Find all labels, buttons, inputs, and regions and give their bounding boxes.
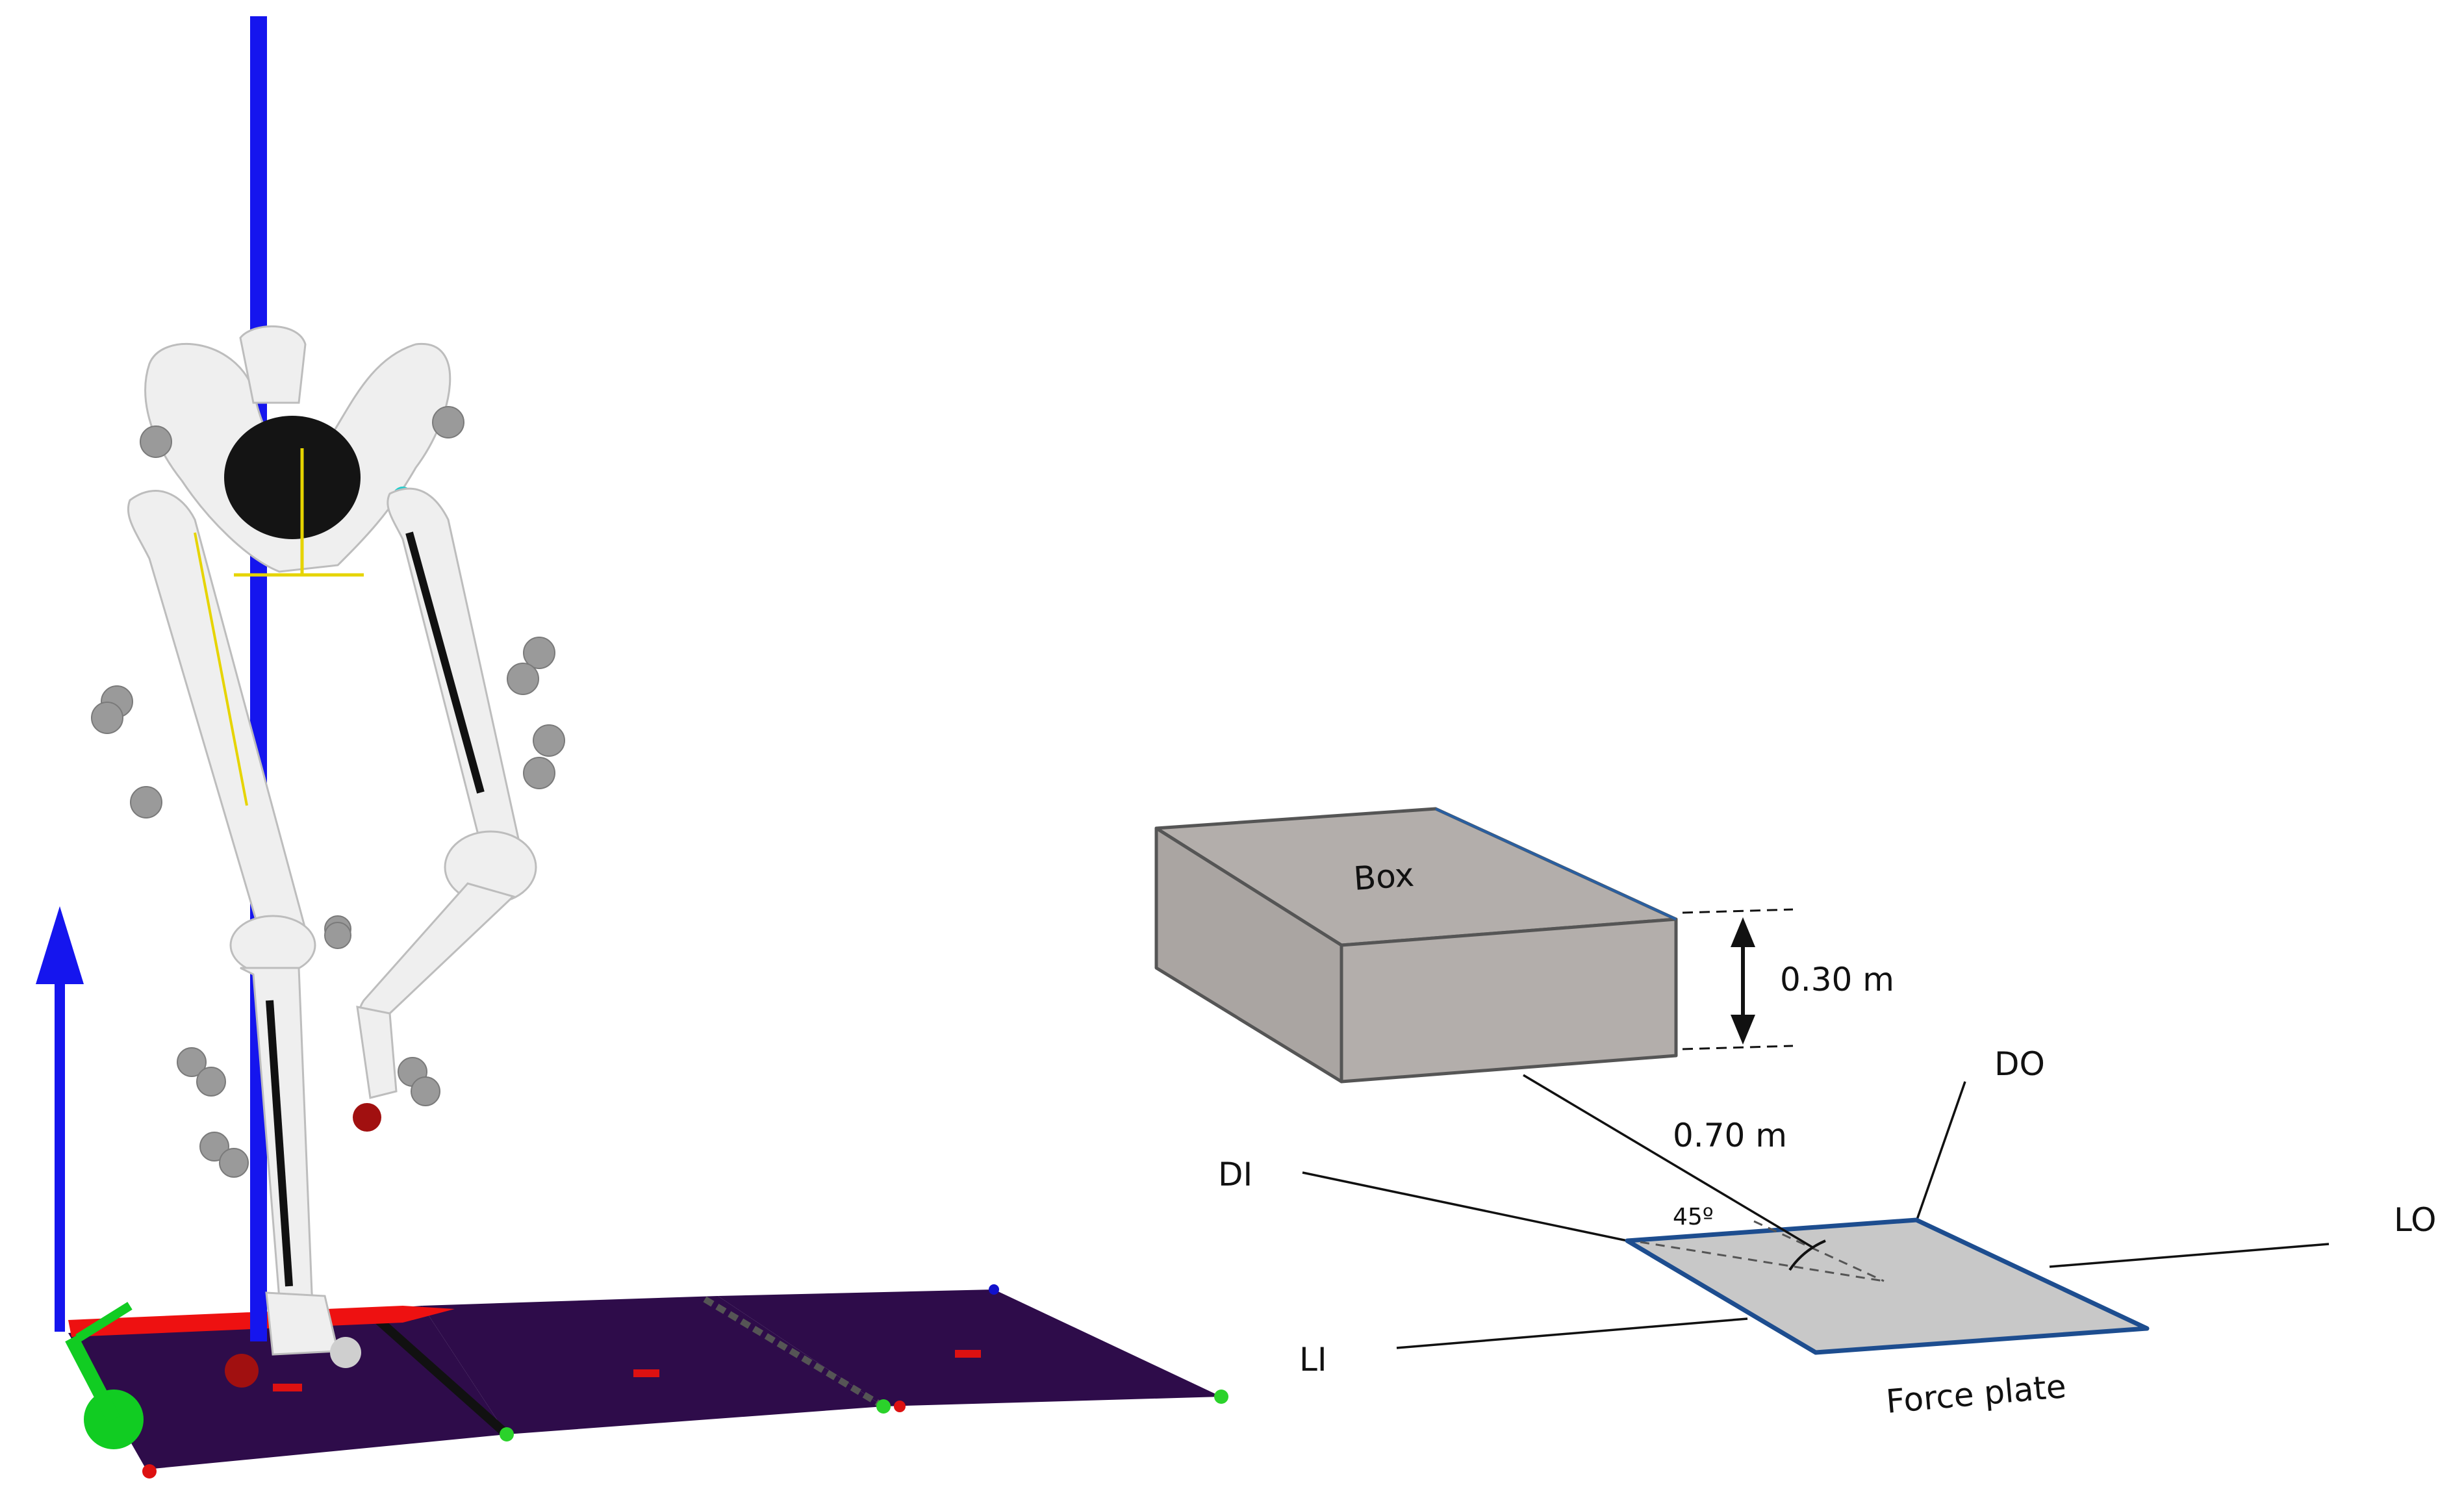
box-label: Box [1353, 856, 1416, 898]
distance-line [1523, 1074, 1813, 1249]
angle-arc [1788, 1239, 1826, 1271]
setup-diagram: Box 0.30 m 0.70 m 45º DI DO LI LO Force … [1154, 807, 2436, 1421]
line-di [1302, 1171, 1628, 1242]
swing-leg [353, 487, 537, 1132]
direction-label-lo: LO [2394, 1201, 2436, 1239]
height-label: 0.30 m [1780, 961, 1894, 998]
force-plate [1625, 1217, 2150, 1355]
line-lo [2049, 1243, 2330, 1268]
height-dimension [1682, 908, 1794, 1050]
force-plate-label: Force plate [1885, 1367, 2068, 1421]
angle-label: 45º [1673, 1204, 1714, 1230]
floor-force-plates [68, 1284, 1228, 1479]
direction-label-di: DI [1218, 1156, 1252, 1193]
plate-markers [142, 1284, 1228, 1479]
axis-z-shaft [55, 968, 65, 1332]
box-front [1340, 917, 1678, 1084]
vertical-axis-pole [250, 16, 267, 1341]
direction-label-li: LI [1299, 1341, 1327, 1378]
box [1154, 807, 1678, 1084]
stance-leg [127, 490, 361, 1388]
plate-divider-1 [374, 1315, 510, 1438]
direction-label-do: DO [1994, 1045, 2045, 1083]
distance-label: 0.70 m [1673, 1117, 1787, 1154]
axis-y [75, 1302, 133, 1342]
line-li [1396, 1317, 1748, 1349]
plate-divider-2 [703, 1296, 885, 1410]
pelvis-cavity [224, 416, 361, 539]
skeleton-model-view [36, 16, 1228, 1479]
axis-z-head [36, 906, 84, 984]
line-do [1915, 1081, 1966, 1222]
floor-plate-3 [718, 1289, 1221, 1406]
motion-capture-markers [91, 406, 565, 1178]
floor-plate-2 [422, 1296, 883, 1434]
